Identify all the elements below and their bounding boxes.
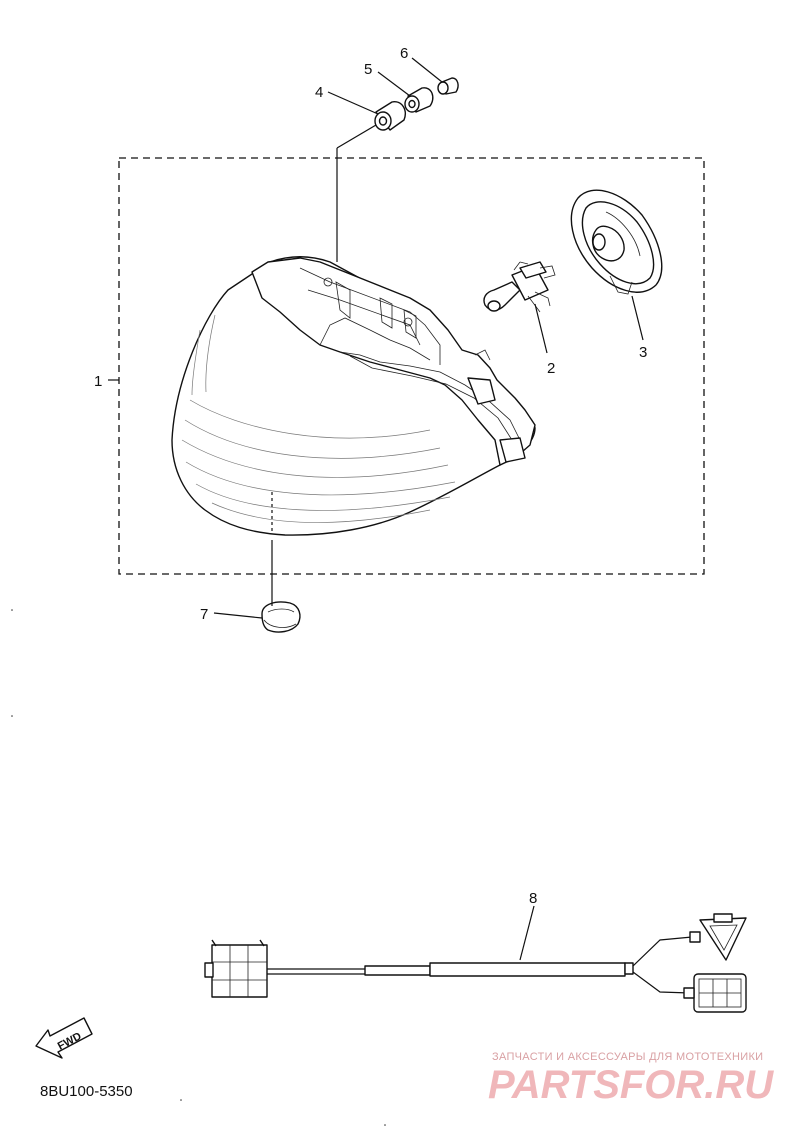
watermark-caption: ЗАПЧАСТИ И АКСЕССУАРЫ ДЛЯ МОТОТЕХНИКИ bbox=[492, 1051, 763, 1063]
callout-5: 5 bbox=[364, 61, 372, 78]
callout-7: 7 bbox=[200, 606, 208, 623]
grommet bbox=[374, 101, 406, 131]
callout-8: 8 bbox=[529, 890, 537, 907]
fwd-arrow-icon: FWD bbox=[35, 1017, 93, 1059]
collar bbox=[404, 87, 434, 113]
callout-2: 2 bbox=[547, 360, 555, 377]
watermark: ЗАПЧАСТИ И АКСЕССУАРЫ ДЛЯ МОТОТЕХНИКИ PA… bbox=[488, 1051, 774, 1107]
bulb bbox=[483, 261, 556, 313]
callout-6: 6 bbox=[400, 45, 408, 62]
watermark-logo: PARTSFOR.RU bbox=[488, 1063, 774, 1107]
callout-1: 1 bbox=[94, 373, 102, 390]
callout-4: 4 bbox=[315, 84, 323, 101]
callout-labels: 1 2 3 4 5 6 7 8 bbox=[94, 45, 647, 907]
headlight-assembly bbox=[171, 256, 536, 536]
callout-3: 3 bbox=[639, 344, 647, 361]
screw bbox=[437, 77, 459, 95]
diagram-code: 8BU100-5350 bbox=[40, 1083, 133, 1100]
sub-lead-harness bbox=[204, 913, 747, 1013]
leader-lines bbox=[108, 57, 644, 961]
bulb-cover bbox=[570, 189, 663, 295]
assembly-dashed-box bbox=[118, 157, 705, 575]
cap bbox=[261, 601, 301, 633]
